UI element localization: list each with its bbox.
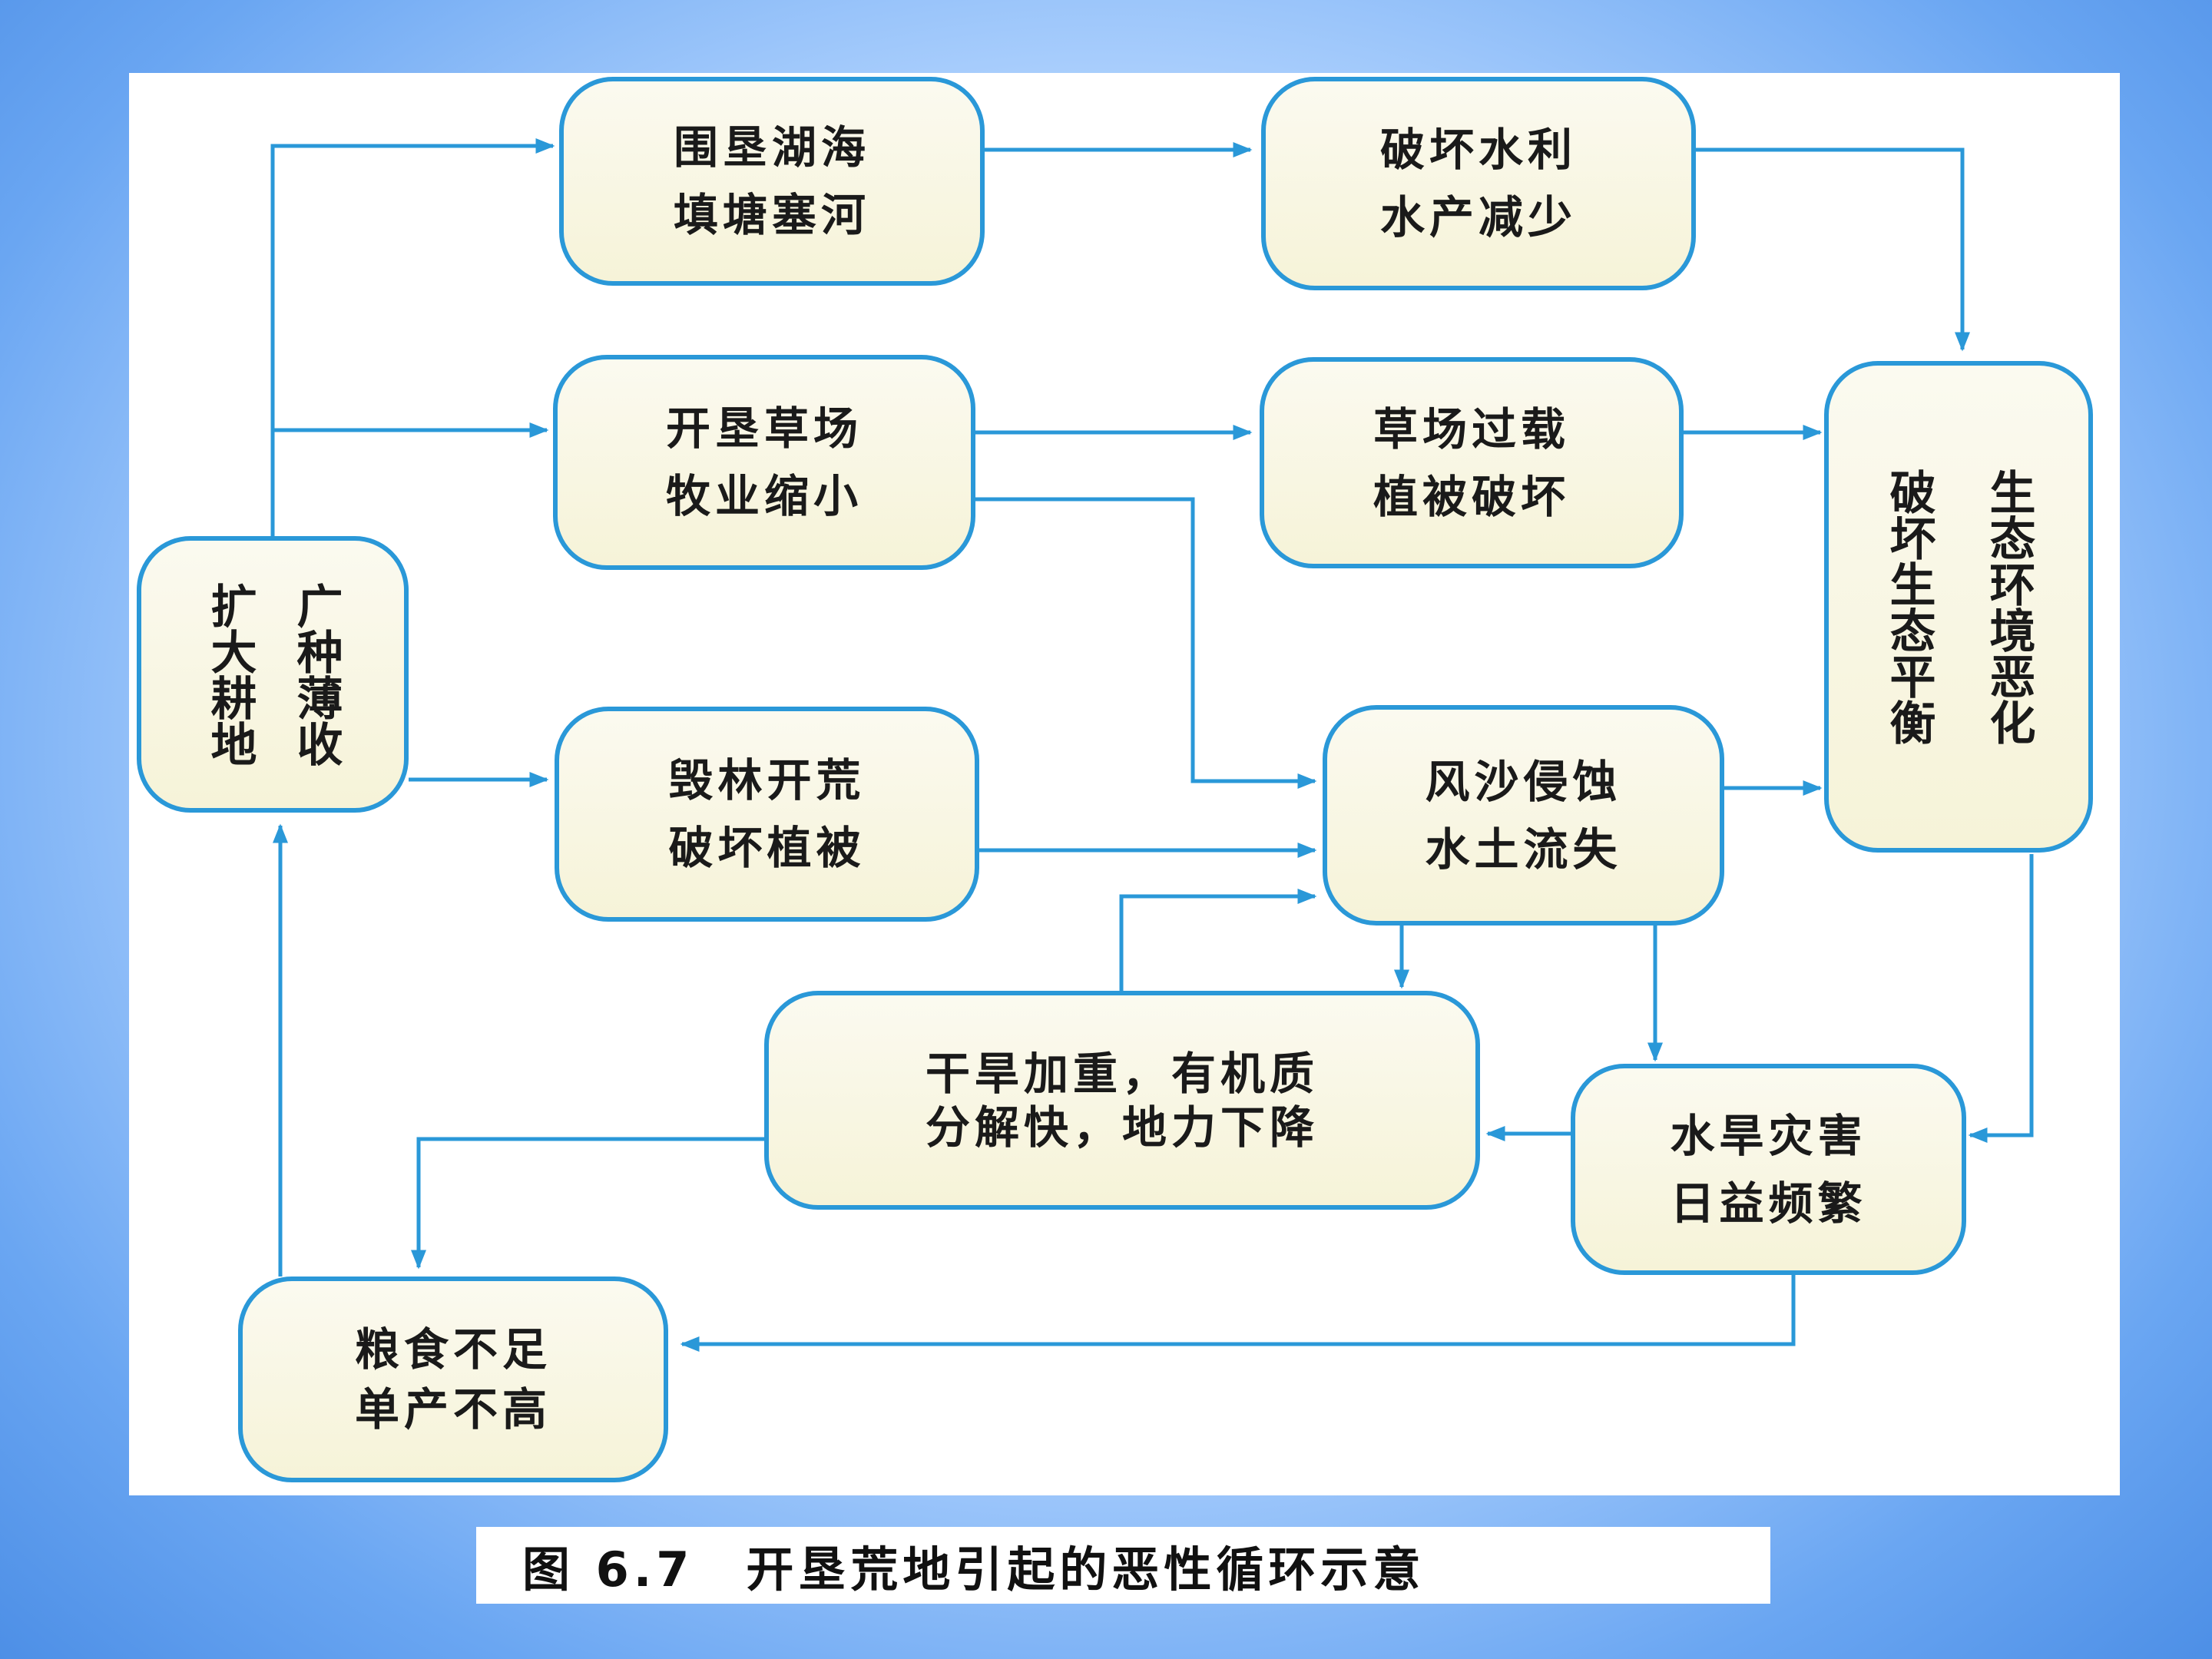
node-disaster: 水旱灾害 日益频繁: [1571, 1064, 1966, 1275]
node-deforest-line-2: 破坏植被: [668, 822, 866, 874]
node-erosion: 风沙侵蚀 水土流失: [1323, 705, 1724, 926]
node-ecology: 破坏生态平衡 生态环境恶化: [1824, 361, 2093, 853]
node-deforest-line-1: 毁林开荒: [668, 754, 866, 806]
node-ecology-line-2: 生态环境恶化: [1982, 469, 2035, 745]
arrow-drought-to-erosion: [1119, 889, 1317, 991]
node-expand-farmland: 扩大耕地 广种薄收: [137, 536, 409, 813]
node-drought-line-1: 干旱加重，有机质: [925, 1047, 1319, 1100]
node-drought: 干旱加重，有机质 分解快，地力下降: [764, 991, 1480, 1210]
arrow-ecology-to-disaster: [1968, 854, 2034, 1143]
arrow-drought-to-food: [411, 1137, 764, 1270]
node-overgrazing-line-1: 草场过载: [1373, 402, 1570, 455]
node-food-line-1: 粮食不足: [354, 1323, 551, 1376]
node-drought-line-2: 分解快，地力下降: [925, 1101, 1319, 1154]
node-food-line-2: 单产不高: [354, 1383, 551, 1435]
node-grassland: 开垦草场 牧业缩小: [553, 355, 975, 570]
figure-caption: 图 6.7 开垦荒地引起的恶性循环示意: [476, 1527, 1770, 1604]
node-food: 粮食不足 单产不高: [238, 1277, 668, 1482]
arrow-expand-to-reclaim-lake: [270, 138, 555, 536]
node-water-damage: 破坏水利 水产减少: [1261, 77, 1696, 290]
node-reclaim-lake: 围垦湖海 填塘塞河: [559, 77, 985, 286]
node-expand-line-2: 广种薄收: [289, 582, 343, 767]
node-deforest: 毁林开荒 破坏植被: [555, 707, 979, 922]
node-reclaim-lake-line-1: 围垦湖海: [673, 121, 870, 174]
node-ecology-line-1: 破坏生态平衡: [1882, 469, 1936, 745]
arrow-water-damage-to-ecology: [1696, 147, 1970, 352]
node-overgrazing: 草场过载 植被破坏: [1260, 357, 1684, 568]
node-grassland-line-1: 开垦草场: [665, 402, 863, 455]
node-overgrazing-line-2: 植被破坏: [1373, 470, 1570, 523]
node-erosion-line-2: 水土流失: [1425, 823, 1622, 876]
node-erosion-line-1: 风沙侵蚀: [1425, 755, 1622, 808]
node-disaster-line-1: 水旱灾害: [1670, 1109, 1867, 1162]
node-disaster-line-2: 日益频繁: [1670, 1177, 1867, 1230]
node-water-damage-line-1: 破坏水利: [1379, 124, 1577, 176]
node-expand-line-1: 扩大耕地: [203, 582, 257, 767]
node-grassland-line-2: 牧业缩小: [665, 470, 863, 522]
node-water-damage-line-2: 水产减少: [1379, 191, 1577, 243]
arrow-disaster-to-food: [680, 1275, 1796, 1352]
arrow-grassland-to-erosion: [975, 497, 1317, 789]
node-reclaim-lake-line-2: 填塘塞河: [673, 189, 870, 241]
